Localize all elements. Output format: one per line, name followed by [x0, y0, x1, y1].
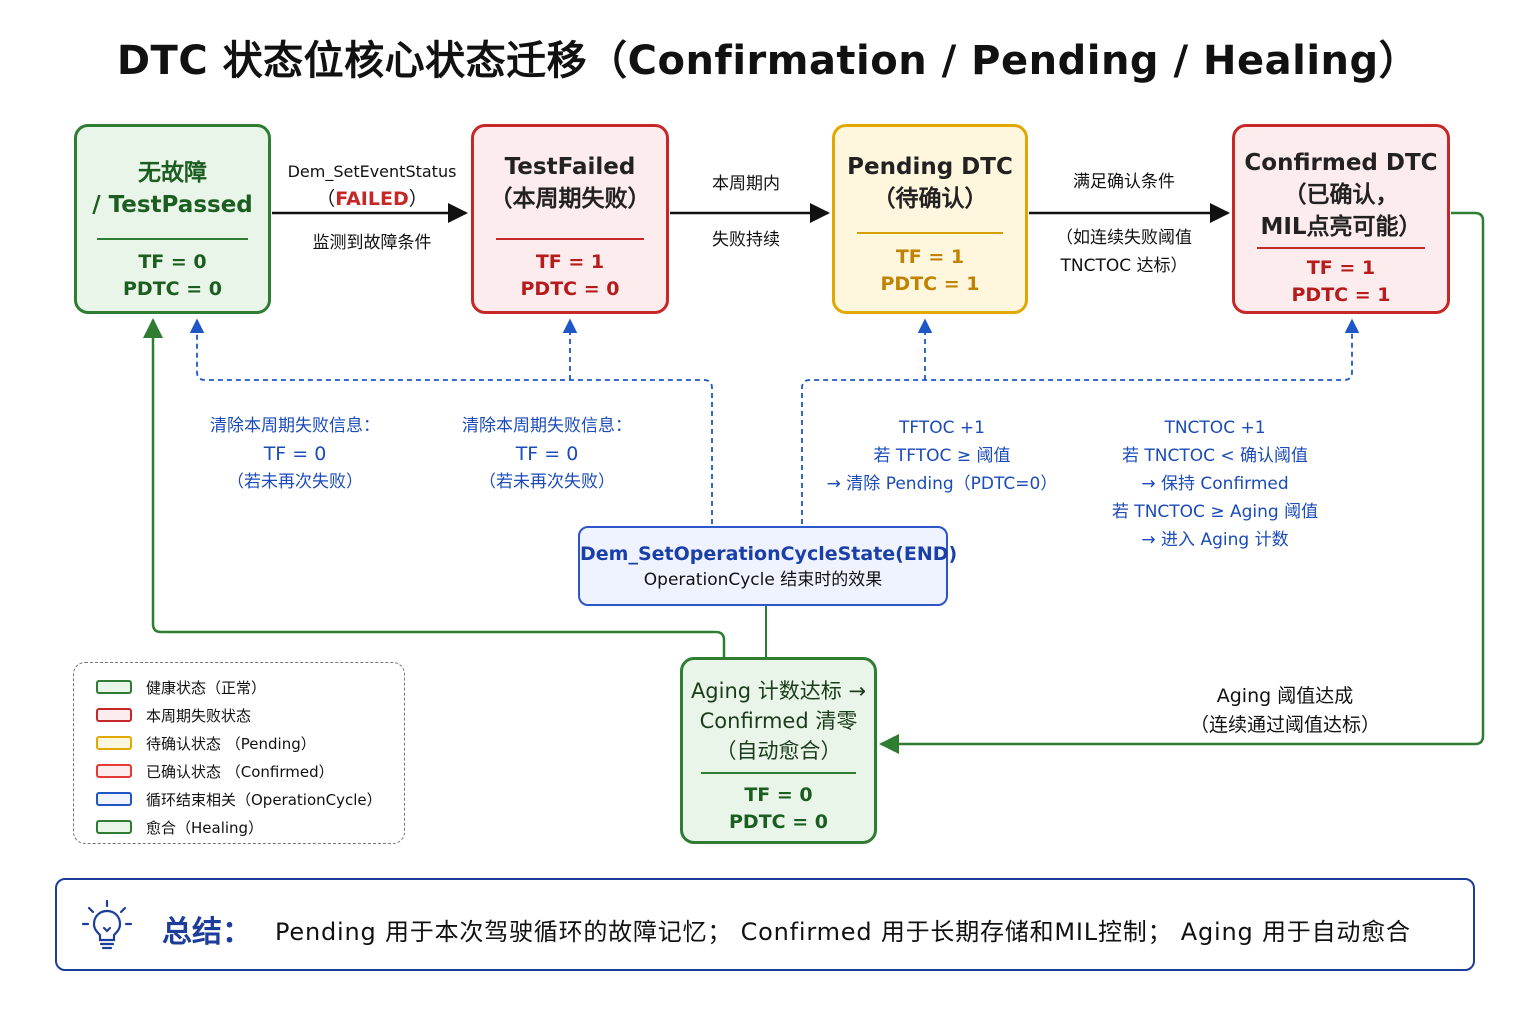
confirm-detail-line1: （如连续失败阈值	[1056, 228, 1192, 248]
state-pending-line1: Pending DTC	[847, 154, 1013, 180]
state-aging-line1: Aging 计数达标 →	[690, 679, 867, 703]
operation-cycle-end-subtitle: OperationCycle 结束时的效果	[643, 570, 883, 590]
note-line: 若 TFTOC ≥ 阈值	[873, 446, 1011, 466]
paren-open: （	[316, 188, 336, 210]
tf-value: TF = 0	[744, 784, 813, 806]
divider	[97, 238, 248, 240]
divider	[496, 238, 644, 240]
note-line: 清除本周期失败信息：	[462, 416, 632, 436]
legend-label: 愈合（Healing）	[146, 818, 264, 837]
state-confirmed: Confirmed DTC （已确认， MIL点亮可能） TF = 1 PDTC…	[1232, 124, 1450, 314]
legend-item: 已确认状态 （Confirmed）	[96, 761, 334, 781]
note-line: TF = 0	[263, 443, 327, 465]
divider	[1257, 247, 1425, 249]
state-no-fault-line2: / TestPassed	[92, 192, 253, 218]
transition-label-event-status: Dem_SetEventStatus （FAILED）	[272, 160, 472, 214]
tf-value: TF = 1	[535, 251, 605, 273]
state-aging-line2: Confirmed 清零	[699, 709, 858, 733]
tf-value: TF = 1	[895, 246, 965, 268]
pdtc-value: PDTC = 1	[1291, 284, 1391, 306]
note-tnctoc: TNCTOC +1 若 TNCTOC < 确认阈值 → 保持 Confirmed…	[1095, 414, 1335, 554]
summary-box: 总结： Pending 用于本次驾驶循环的故障记忆； Confirmed 用于长…	[55, 878, 1475, 971]
transition-label-in-cycle: 本周期内	[712, 174, 780, 194]
legend-label: 循环结束相关（OperationCycle）	[146, 790, 382, 809]
state-aging-line3: （自动愈合）	[715, 739, 842, 763]
dashed-end-to-left	[189, 318, 713, 524]
legend-label: 待确认状态 （Pending）	[146, 734, 316, 753]
note-line: TFTOC +1	[899, 418, 985, 438]
pdtc-value: PDTC = 1	[880, 273, 980, 295]
state-test-failed: TestFailed （本周期失败） TF = 1 PDTC = 0	[471, 124, 669, 314]
legend-swatch	[96, 708, 132, 722]
legend-item: 待确认状态 （Pending）	[96, 733, 316, 753]
pdtc-value: PDTC = 0	[729, 811, 828, 833]
legend-item: 愈合（Healing）	[96, 817, 263, 837]
legend-label: 本周期失败状态	[146, 706, 252, 725]
legend-item: 本周期失败状态	[96, 705, 251, 725]
legend: 健康状态（正常） 本周期失败状态待确认状态 （Pending） 已确认状态 （Con…	[73, 662, 405, 844]
legend-swatch	[96, 820, 132, 834]
aging-reached-line1: Aging 阈值达成	[1216, 685, 1354, 707]
transition-label-confirm-cond: 满足确认条件	[1073, 172, 1175, 192]
note-line: （若未再次失败）	[227, 472, 363, 492]
operation-cycle-end-box: Dem_SetOperationCycleState(END) Operatio…	[578, 526, 958, 606]
note-line: → 保持 Confirmed	[1141, 474, 1289, 494]
legend-swatch	[96, 792, 132, 806]
state-pending: Pending DTC （待确认） TF = 1 PDTC = 1	[832, 124, 1028, 314]
note-line: TNCTOC +1	[1164, 418, 1266, 438]
divider	[857, 232, 1003, 234]
note-line: TF = 0	[515, 443, 579, 465]
note-tftoc: TFTOC +1 若 TFTOC ≥ 阈值 → 清除 Pending（PDTC=…	[822, 414, 1062, 498]
summary-label: 总结：	[162, 915, 252, 950]
state-no-fault: 无故障 / TestPassed TF = 0 PDTC = 0	[74, 124, 271, 314]
legend-item: 健康状态（正常）	[96, 677, 266, 697]
tf-value: TF = 0	[138, 251, 207, 273]
legend-item: 循环结束相关（OperationCycle）	[96, 789, 382, 809]
note-clear-right: 清除本周期失败信息： TF = 0 （若未再次失败）	[447, 414, 647, 494]
state-no-fault-line1: 无故障	[138, 160, 207, 186]
legend-label: 已确认状态 （Confirmed）	[146, 762, 334, 781]
arrow-aging-to-nofault	[143, 318, 726, 657]
transition-label-detect: 监测到故障条件	[312, 233, 432, 253]
page-title: DTC 状态位核心状态迁移（Confirmation / Pending / H…	[116, 38, 1420, 84]
divider	[701, 772, 856, 774]
pdtc-value: PDTC = 0	[123, 278, 222, 300]
note-line: 若 TNCTOC ≥ Aging 阈值	[1111, 502, 1319, 522]
transition-label-aging-reached: Aging 阈值达成 （连续通过阈值达标）	[1180, 682, 1390, 740]
legend-swatch	[96, 680, 132, 694]
dashed-end-to-right	[801, 318, 1360, 524]
note-line: 若 TNCTOC < 确认阈值	[1121, 446, 1309, 466]
note-clear-left: 清除本周期失败信息： TF = 0 （若未再次失败）	[195, 414, 395, 494]
state-confirmed-line1: Confirmed DTC	[1244, 150, 1438, 176]
aging-reached-line2: （连续通过阈值达标）	[1189, 714, 1380, 736]
legend-swatch	[96, 736, 132, 750]
lightbulb-icon	[81, 898, 133, 958]
operation-cycle-end-title: Dem_SetOperationCycleState(END)	[580, 543, 958, 565]
arrow-confirmed-to-aging	[879, 211, 1485, 754]
state-test-failed-line2: （本周期失败）	[489, 186, 651, 212]
transition-label-fail-persist: 失败持续	[712, 230, 780, 250]
summary-text: Pending 用于本次驾驶循环的故障记忆； Confirmed 用于长期存储和…	[275, 918, 1411, 946]
failed-keyword: FAILED	[335, 188, 409, 210]
tf-value: TF = 1	[1306, 257, 1376, 279]
note-line: → 进入 Aging 计数	[1141, 530, 1289, 550]
note-line: （若未再次失败）	[479, 472, 615, 492]
legend-label: 健康状态（正常）	[146, 678, 267, 697]
legend-swatch	[96, 764, 132, 778]
pdtc-value: PDTC = 0	[520, 278, 620, 300]
state-test-failed-line1: TestFailed	[504, 154, 636, 180]
state-aging: Aging 计数达标 → Confirmed 清零 （自动愈合） TF = 0 …	[680, 657, 877, 844]
state-confirmed-line2: （已确认，	[1283, 182, 1399, 208]
confirm-detail-line2: TNCTOC 达标）	[1060, 256, 1188, 276]
paren-close: ）	[408, 188, 428, 210]
note-line: 清除本周期失败信息：	[210, 416, 380, 436]
transition-label-confirm-detail: （如连续失败阈值 TNCTOC 达标）	[1029, 226, 1219, 278]
state-confirmed-line3: MIL点亮可能）	[1260, 214, 1422, 240]
event-status-call: Dem_SetEventStatus	[287, 162, 457, 181]
note-line: → 清除 Pending（PDTC=0）	[826, 474, 1058, 494]
state-pending-line2: （待确认）	[872, 186, 988, 212]
